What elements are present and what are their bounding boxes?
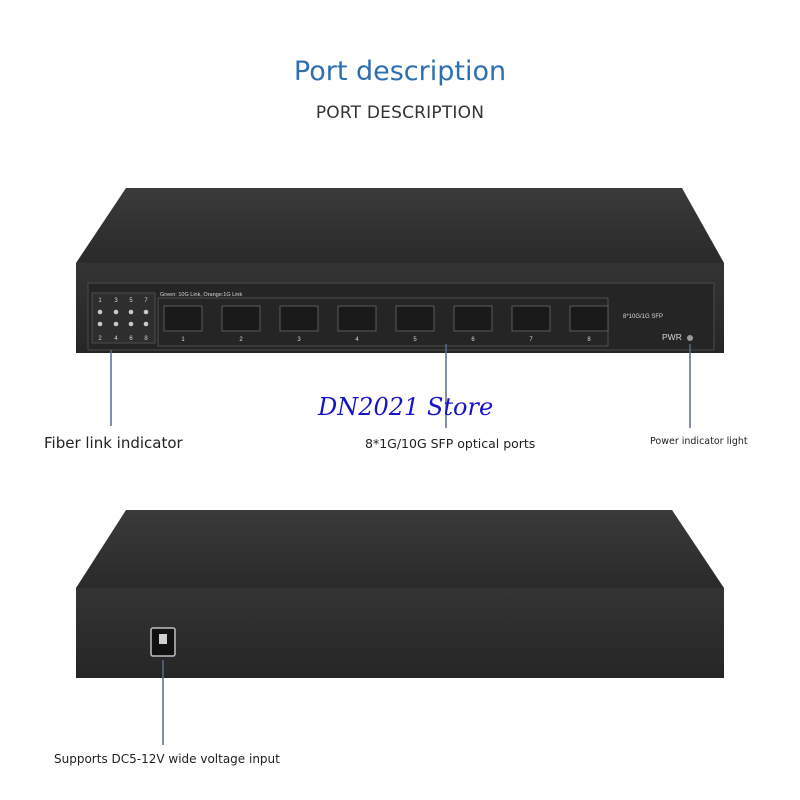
led-top-number: 5: [129, 298, 133, 304]
led-block: [91, 292, 156, 344]
dc-input-label: Supports DC5-12V wide voltage input: [54, 752, 280, 766]
sfp-caption: 8*10G/1G SFP: [623, 314, 663, 320]
sfp-number: 8: [587, 337, 591, 343]
sfp-number: 1: [181, 337, 185, 343]
led-top-number: 3: [114, 298, 118, 304]
sfp-number: 6: [471, 337, 475, 343]
page-title: Port description: [293, 56, 507, 87]
sfp-port: [569, 305, 609, 332]
sfp-port: [163, 305, 203, 332]
optical-ports-label: 8*1G/10G SFP optical ports: [365, 436, 536, 451]
led-top-number: 1: [98, 298, 102, 304]
rear-switch: [76, 510, 724, 678]
sfp-number: 4: [355, 337, 359, 343]
power-light-label: Power indicator light: [650, 436, 748, 447]
sfp-port: [395, 305, 435, 332]
sfp-port: [221, 305, 261, 332]
led-legend: Green: 10G Link, Orange:1G Link: [160, 292, 242, 298]
sfp-ports: [163, 305, 609, 332]
led-bottom-number: 6: [129, 336, 133, 342]
sfp-number: 7: [529, 337, 533, 343]
power-led: [687, 335, 693, 341]
fiber-led: [97, 309, 149, 327]
front-switch: 1 3 5 7 2 4 6 8 Green: 10G Link, Orange:…: [76, 188, 724, 353]
fiber-indicator-label: Fiber link indicator: [44, 434, 183, 452]
sfp-port: [279, 305, 319, 332]
front-switch-top: [76, 188, 724, 263]
sfp-port: [453, 305, 493, 332]
rear-switch-panel: [76, 588, 724, 678]
sfp-port: [337, 305, 377, 332]
sfp-number: 3: [297, 337, 301, 343]
led-top-number: 7: [144, 298, 148, 304]
led-bottom-number: 4: [114, 336, 118, 342]
led-bottom-number: 8: [144, 336, 148, 342]
led-bottom-number: 2: [98, 336, 102, 342]
sfp-number: 5: [413, 337, 417, 343]
dc-jack-pin: [159, 634, 167, 644]
rear-switch-top: [76, 510, 724, 588]
power-label: PWR: [662, 332, 682, 342]
sfp-port: [511, 305, 551, 332]
page-subtitle: PORT DESCRIPTION: [315, 103, 485, 123]
sfp-number: 2: [239, 337, 243, 343]
store-watermark: DN2021 Store: [318, 393, 494, 421]
